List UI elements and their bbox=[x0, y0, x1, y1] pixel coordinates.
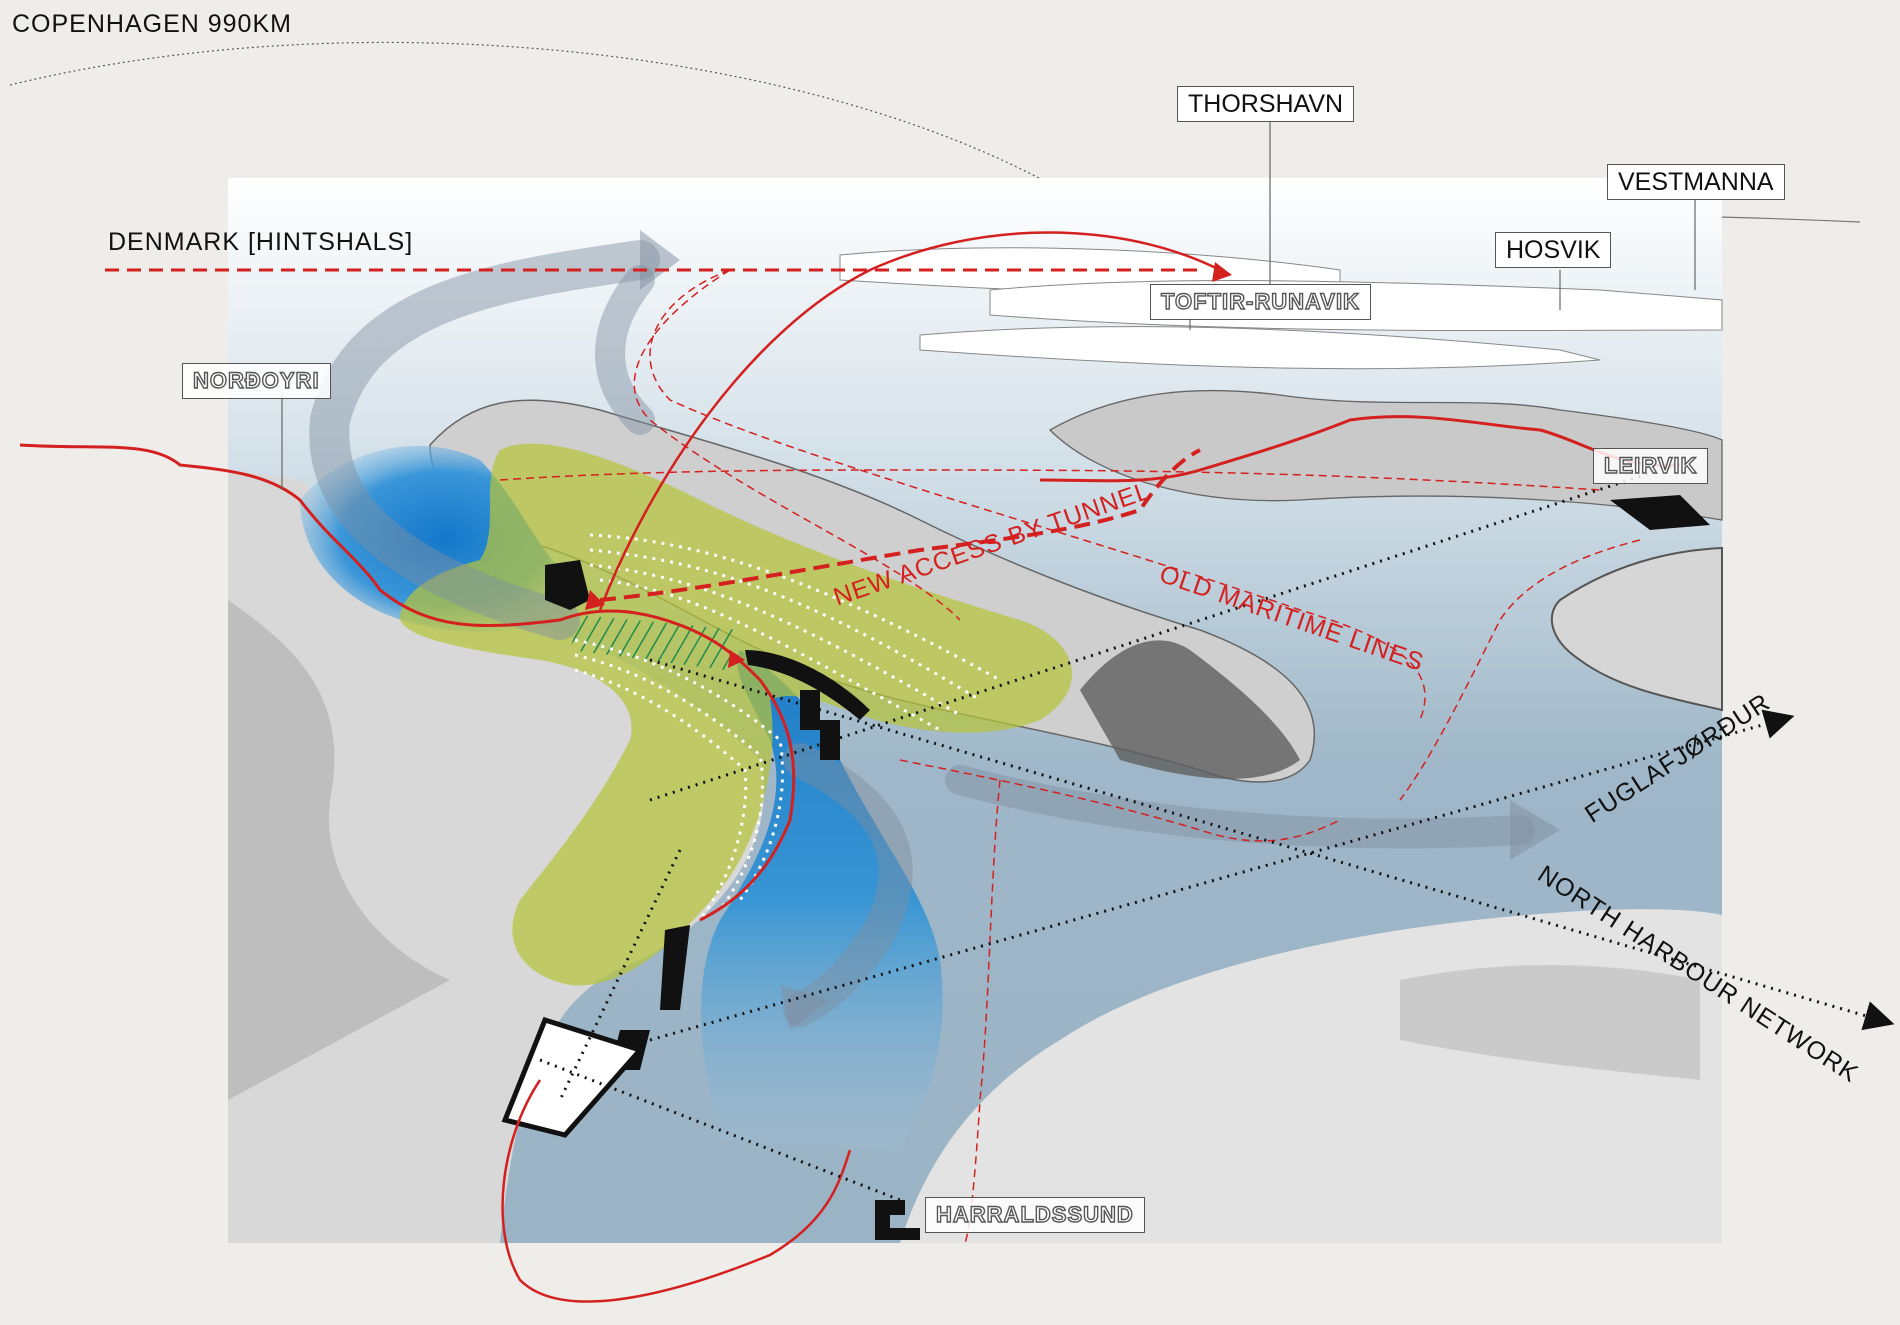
copenhagen-label: COPENHAGEN 990KM bbox=[12, 10, 292, 38]
toftir-runavik-label: TOFTIR-RUNAVIK bbox=[1150, 284, 1371, 320]
southern-landmass-texture bbox=[1400, 965, 1700, 1080]
tunnel-arrow-left-icon bbox=[585, 590, 605, 610]
tunnel-arrow-right-icon bbox=[728, 650, 745, 668]
ferry-route-south bbox=[501, 1079, 852, 1303]
harbour-channel-water bbox=[701, 650, 943, 1150]
flow-arrows bbox=[309, 240, 1535, 1027]
tunnel-hatch-area bbox=[570, 615, 740, 670]
coastline-route bbox=[19, 443, 796, 922]
denmark-label: DENMARK [HINTSHALS] bbox=[108, 228, 414, 256]
thorshavn-label: THORSHAVN bbox=[1177, 86, 1355, 122]
peninsula-shadow bbox=[1080, 640, 1300, 779]
north-harbour-network bbox=[539, 458, 1895, 1202]
thorshavn-route bbox=[598, 231, 1221, 611]
hosvik-label: HOSVIK bbox=[1495, 232, 1612, 268]
thorshavn-route-arrow-icon bbox=[1212, 262, 1232, 282]
new-pier bbox=[501, 1016, 645, 1138]
vestmanna-label: VESTMANNA bbox=[1607, 164, 1785, 200]
leirvik-island bbox=[1550, 546, 1723, 712]
west-landmass-texture bbox=[228, 600, 450, 1100]
leirvik-label: LEIRVIK bbox=[1593, 448, 1709, 484]
harraldssund-label: HARRALDSSUND bbox=[925, 1197, 1145, 1233]
tunnel-access-route bbox=[599, 448, 1201, 602]
leirvik-coast-route bbox=[1039, 415, 1681, 483]
contour-lines bbox=[574, 533, 1001, 921]
label-leaders bbox=[281, 122, 1696, 490]
flow-arrowheads bbox=[640, 230, 1560, 1030]
west-landmass bbox=[228, 470, 764, 1243]
nordoyri-label: NORÐOYRI bbox=[182, 363, 331, 399]
copenhagen-arc bbox=[9, 41, 1131, 236]
